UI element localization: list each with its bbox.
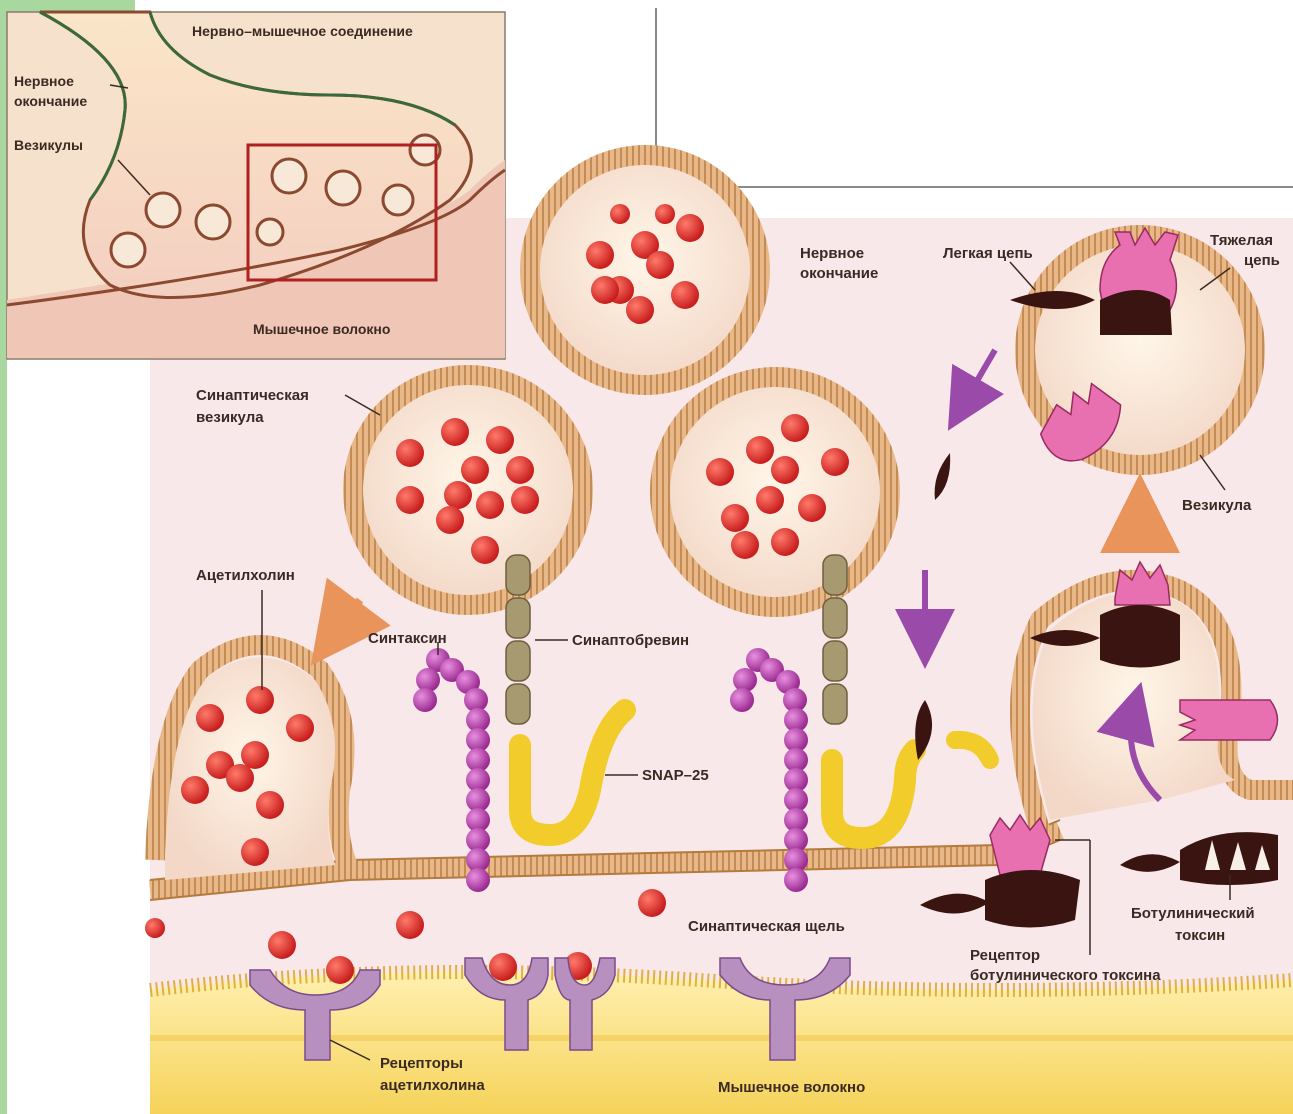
label-heavy-chain-1: Тяжелая — [1210, 232, 1273, 249]
label-snap25: SNAP–25 — [642, 767, 709, 784]
inset-vesicles-label: Везикулы — [14, 137, 83, 153]
label-muscle-fiber: Мышечное волокно — [718, 1079, 865, 1096]
inset-panel: Нервно–мышечное соединение Нервное оконч… — [7, 12, 505, 359]
label-botulinum-toxin-1: Ботулинический — [1131, 905, 1255, 922]
label-toxin-receptor-2: ботулинического токсина — [970, 967, 1161, 984]
label-botulinum-toxin-2: токсин — [1175, 927, 1225, 944]
label-heavy-chain-2: цепь — [1244, 252, 1280, 269]
label-synaptobrevin: Синаптобревин — [572, 632, 689, 649]
label-synaptic-vesicle-2: везикула — [196, 409, 264, 426]
label-syntaxin: Синтаксин — [368, 630, 447, 647]
label-ach-receptors-2: ацетилхолина — [380, 1077, 485, 1094]
inset-nerve-ending-2: окончание — [14, 93, 87, 109]
label-light-chain: Легкая цепь — [943, 245, 1033, 262]
label-ach-receptors-1: Рецепторы — [380, 1055, 463, 1072]
toxin-heavy-chain-side — [1180, 700, 1278, 740]
vesicle-top — [530, 155, 760, 385]
label-acetylcholine: Ацетилхолин — [196, 567, 295, 584]
inset-muscle-fiber: Мышечное волокно — [253, 321, 390, 337]
label-toxin-receptor-1: Рецептор — [970, 947, 1040, 964]
label-vesicle: Везикула — [1182, 497, 1252, 514]
inset-title: Нервно–мышечное соединение — [192, 23, 413, 39]
label-nerve-ending-2: окончание — [800, 265, 878, 282]
inset-nerve-ending-1: Нервное — [14, 73, 74, 89]
label-nerve-ending-1: Нервное — [800, 245, 864, 262]
label-synaptic-cleft: Синаптическая щель — [688, 918, 845, 935]
label-synaptic-vesicle-1: Синаптическая — [196, 387, 309, 404]
